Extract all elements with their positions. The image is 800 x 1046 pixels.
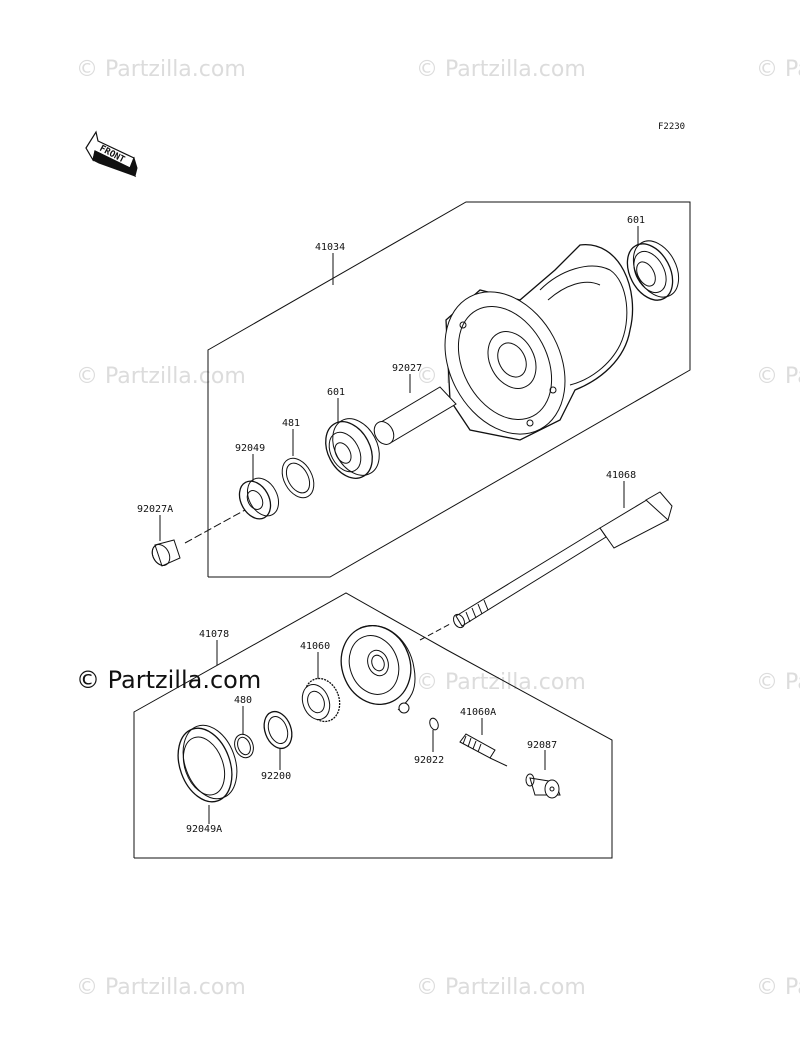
watermark: © Partzilla.com bbox=[416, 57, 586, 82]
hub-assembly-outline bbox=[207, 201, 691, 578]
watermark: © Partzilla.com bbox=[756, 57, 800, 82]
washer-92200 bbox=[263, 710, 293, 750]
part-label: 41078 bbox=[199, 629, 229, 640]
watermark: © Partzilla.com bbox=[76, 364, 246, 389]
watermark: © Partzilla.com bbox=[756, 364, 800, 389]
part-label: 92087 bbox=[527, 740, 557, 751]
part-label: 92049 bbox=[235, 443, 265, 454]
bushing-92087 bbox=[525, 773, 561, 799]
part-label: 92027 bbox=[392, 363, 422, 374]
part-label: 92022 bbox=[414, 755, 444, 766]
seal-92049 bbox=[238, 477, 280, 520]
bearing-601-top bbox=[626, 240, 680, 301]
wheel-hub bbox=[444, 244, 634, 441]
part-label: 601 bbox=[627, 215, 645, 226]
gear-housing-41078 bbox=[340, 625, 416, 714]
part-label: 92027A bbox=[137, 504, 173, 515]
part-label: 92049A bbox=[186, 824, 222, 835]
watermark: © Partzilla.com bbox=[756, 670, 800, 695]
part-label: 92200 bbox=[261, 771, 291, 782]
circlip-480 bbox=[234, 733, 254, 759]
part-label: 41034 bbox=[315, 242, 345, 253]
watermark: © Partzilla.com bbox=[416, 670, 586, 695]
part-label: 41060A bbox=[460, 707, 496, 718]
diagram-code: F2230 bbox=[658, 122, 685, 132]
watermark: © Partzilla.com bbox=[76, 975, 246, 1000]
washer-92022 bbox=[429, 717, 439, 731]
part-label: 480 bbox=[234, 695, 252, 706]
collar-92027a bbox=[151, 539, 181, 567]
watermark-main: © Partzilla.com bbox=[76, 666, 262, 694]
drive-assembly-outline bbox=[133, 592, 613, 859]
axle-41068: 41068 bbox=[419, 470, 673, 641]
snap-ring-481 bbox=[281, 457, 315, 499]
part-label: 481 bbox=[282, 418, 300, 429]
sleeve-92027 bbox=[373, 386, 457, 445]
bearing-601-mid bbox=[325, 418, 380, 479]
front-arrow-icon: FRONT bbox=[85, 130, 138, 178]
seal-92049a bbox=[177, 724, 238, 803]
part-label: 41060 bbox=[300, 641, 330, 652]
watermark: © Partzilla.com bbox=[756, 975, 800, 1000]
watermark: © Partzilla.com bbox=[76, 57, 246, 82]
watermark: © Partzilla.com bbox=[416, 975, 586, 1000]
part-label: 41068 bbox=[606, 470, 636, 481]
part-label: 601 bbox=[327, 387, 345, 398]
pinion-41060a bbox=[459, 733, 508, 767]
gear-41060 bbox=[301, 677, 341, 723]
